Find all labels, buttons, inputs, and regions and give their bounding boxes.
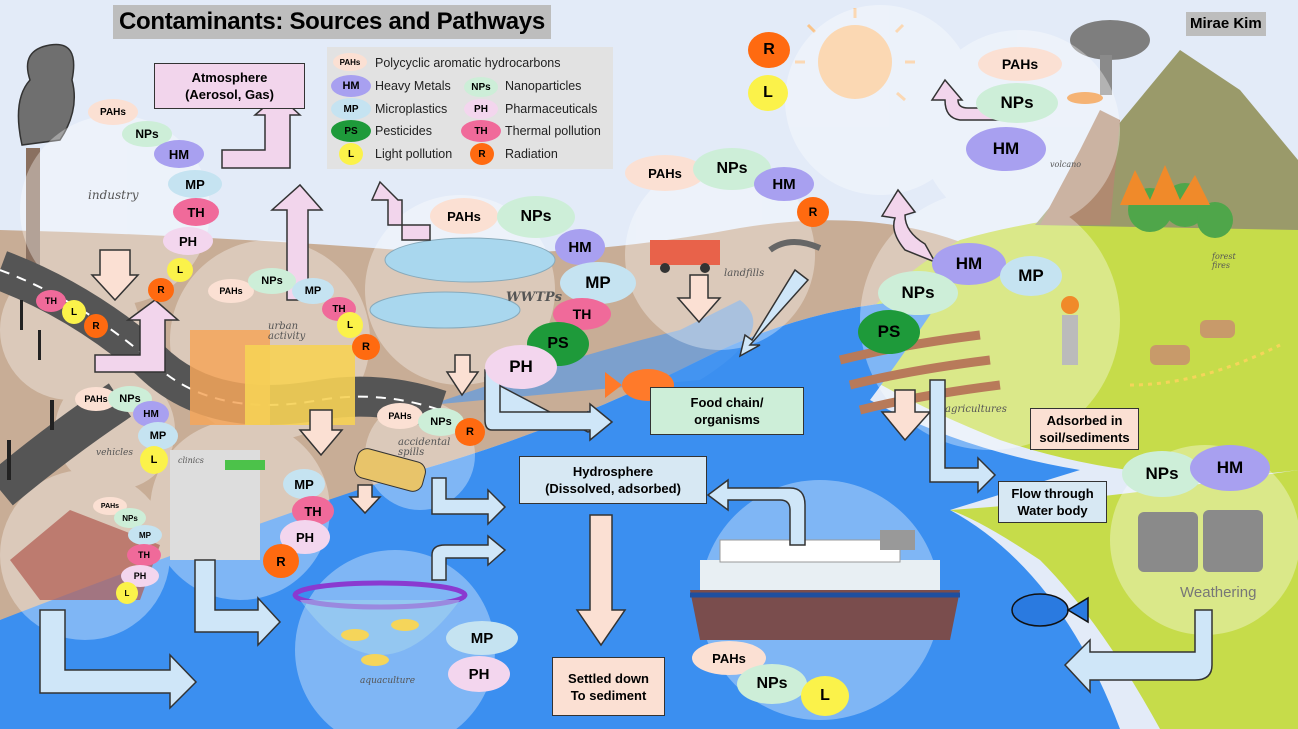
- legend-label-l: Light pollution: [375, 147, 453, 161]
- marker-l: L: [116, 582, 138, 604]
- legend-label-th: Thermal pollution: [505, 124, 601, 138]
- food-chain-line2: organisms: [694, 412, 760, 427]
- label-accidental-spills: accidental spills: [398, 437, 451, 458]
- label-urban: urban activity: [268, 321, 306, 342]
- hydrosphere-title: Hydrosphere: [572, 464, 654, 479]
- legend-label-pahs: Polycyclic aromatic hydrocarbons: [375, 56, 561, 70]
- adsorbed-line1: Adsorbed in: [1046, 413, 1123, 428]
- marker-nps: NPs: [878, 271, 958, 315]
- marker-r: R: [352, 334, 380, 360]
- marker-r: R: [797, 197, 829, 227]
- label-vehicles: vehicles: [96, 448, 133, 458]
- legend-swatch-l: L: [339, 143, 363, 165]
- legend-label-r: Radiation: [505, 147, 558, 161]
- legend-label-nps: Nanoparticles: [505, 79, 582, 93]
- legend-swatch-ph: PH: [464, 99, 498, 119]
- marker-r: R: [148, 278, 174, 302]
- marker-hm: HM: [754, 167, 814, 201]
- legend-swatch-th: TH: [461, 120, 501, 142]
- legend: PAHs Polycyclic aromatic hydrocarbons HM…: [327, 47, 613, 169]
- adsorbed-box: Adsorbed in soil/sediments: [1030, 408, 1139, 450]
- marker-pahs: PAHs: [88, 99, 138, 125]
- marker-nps: NPs: [497, 196, 575, 238]
- flow-line2: Water body: [1017, 503, 1088, 518]
- marker-r: R: [455, 418, 485, 446]
- marker-l: L: [801, 676, 849, 716]
- marker-nps: NPs: [976, 83, 1058, 123]
- hydrosphere-subtitle: (Dissolved, adsorbed): [545, 481, 681, 496]
- marker-l: L: [140, 446, 168, 474]
- marker-pahs: PAHs: [430, 198, 498, 234]
- legend-swatch-r: R: [470, 143, 494, 165]
- author-name: Mirae Kim: [1186, 12, 1266, 36]
- marker-th: TH: [173, 198, 219, 226]
- label-aquaculture: aquaculture: [360, 676, 416, 686]
- marker-mp: MP: [138, 422, 178, 450]
- marker-mp: MP: [446, 621, 518, 655]
- legend-swatch-mp: MP: [331, 98, 371, 120]
- marker-th: TH: [127, 544, 161, 566]
- label-landfills: landfills: [724, 268, 765, 279]
- marker-ph: PH: [448, 656, 510, 692]
- atmosphere-subtitle: (Aerosol, Gas): [185, 87, 274, 102]
- marker-ph: PH: [121, 565, 159, 587]
- marker-ps: PS: [858, 310, 920, 354]
- legend-label-ph: Pharmaceuticals: [505, 102, 598, 116]
- marker-pahs: PAHs: [625, 155, 705, 191]
- marker-pahs: PAHs: [978, 47, 1062, 81]
- page-title: Contaminants: Sources and Pathways: [113, 5, 551, 39]
- label-forest-fires: forest fires: [1212, 252, 1236, 270]
- flow-box: Flow through Water body: [998, 481, 1107, 523]
- atmosphere-title: Atmosphere: [191, 70, 268, 85]
- marker-mp: MP: [168, 170, 222, 198]
- marker-hm: HM: [154, 140, 204, 168]
- marker-r: R: [748, 32, 790, 68]
- marker-hm: HM: [1190, 445, 1270, 491]
- marker-pahs: PAHs: [208, 279, 254, 303]
- marker-nps: NPs: [737, 664, 807, 704]
- legend-label-ps: Pesticides: [375, 124, 432, 138]
- label-agriculture: agricultures: [945, 404, 1007, 415]
- marker-l: L: [62, 300, 86, 324]
- marker-mp: MP: [283, 469, 325, 499]
- marker-pahs: PAHs: [377, 403, 423, 429]
- label-wwtps: WWTPs: [506, 290, 562, 305]
- marker-hm: HM: [555, 229, 605, 265]
- label-weathering: Weathering: [1180, 584, 1257, 601]
- marker-r: R: [84, 314, 108, 338]
- sediment-line1: Settled down: [568, 670, 649, 686]
- marker-nps: NPs: [114, 508, 146, 528]
- marker-ph: PH: [485, 345, 557, 389]
- marker-r: R: [263, 544, 299, 578]
- legend-swatch-ps: PS: [331, 120, 371, 142]
- marker-l: L: [167, 258, 193, 282]
- legend-label-hm: Heavy Metals: [375, 79, 451, 93]
- sediment-line2: To sediment: [570, 687, 647, 703]
- label-volcano: volcano: [1050, 160, 1082, 169]
- marker-nps: NPs: [1122, 451, 1202, 497]
- marker-th: TH: [36, 290, 66, 312]
- marker-mp: MP: [1000, 256, 1062, 296]
- legend-swatch-pahs: PAHs: [333, 53, 367, 71]
- food-chain-line1: Food chain/: [690, 395, 764, 410]
- legend-swatch-nps: NPs: [464, 77, 498, 97]
- legend-swatch-hm: HM: [331, 75, 371, 97]
- flow-line1: Flow through: [1011, 486, 1094, 501]
- legend-label-mp: Microplastics: [375, 102, 448, 116]
- atmosphere-box: Atmosphere (Aerosol, Gas): [154, 63, 305, 109]
- marker-hm: HM: [966, 127, 1046, 171]
- marker-mp: MP: [128, 525, 162, 545]
- marker-mp: MP: [560, 262, 636, 304]
- sediment-box: Settled down To sediment: [552, 657, 665, 716]
- marker-l: L: [337, 312, 363, 338]
- marker-l: L: [748, 75, 788, 111]
- marker-nps: NPs: [248, 268, 296, 294]
- hydrosphere-box: Hydrosphere (Dissolved, adsorbed): [519, 456, 707, 504]
- food-chain-box: Food chain/ organisms: [650, 387, 804, 435]
- marker-ph: PH: [163, 227, 213, 255]
- adsorbed-line2: soil/sediments: [1039, 430, 1130, 445]
- label-clinics: clinics: [178, 456, 204, 465]
- label-industry: industry: [88, 188, 139, 202]
